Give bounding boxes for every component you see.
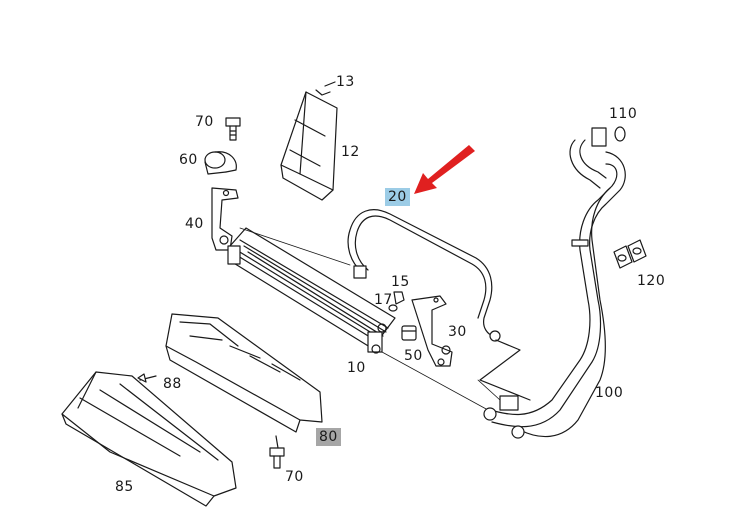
callout-120[interactable]: 120 xyxy=(637,273,666,289)
callout-100[interactable]: 100 xyxy=(595,385,624,401)
callout-13[interactable]: 13 xyxy=(336,74,355,90)
callout-50[interactable]: 50 xyxy=(404,348,423,364)
part-60-rubber-mount[interactable] xyxy=(204,151,237,175)
part-88-screw[interactable] xyxy=(137,373,157,383)
part-80-air-guide[interactable] xyxy=(165,313,323,433)
part-85-lower-cover[interactable] xyxy=(61,371,237,507)
part-30-bracket[interactable] xyxy=(411,295,453,367)
part-15-plug[interactable] xyxy=(393,291,405,305)
callout-110[interactable]: 110 xyxy=(609,106,638,122)
callout-15[interactable]: 15 xyxy=(391,274,410,290)
callout-70-upper[interactable]: 70 xyxy=(195,114,214,130)
callout-60[interactable]: 60 xyxy=(179,152,198,168)
callout-88[interactable]: 88 xyxy=(163,376,182,392)
part-70-bolt-lower[interactable] xyxy=(269,435,285,469)
red-arrow-indicator xyxy=(414,145,475,194)
part-110-o-ring[interactable] xyxy=(614,126,626,142)
callout-10[interactable]: 10 xyxy=(347,360,366,376)
callout-20-selected[interactable]: 20 xyxy=(385,188,410,206)
part-120-clips[interactable] xyxy=(613,239,647,269)
callout-30[interactable]: 30 xyxy=(448,324,467,340)
callout-80-secondary[interactable]: 80 xyxy=(316,428,341,446)
part-50-cap[interactable] xyxy=(401,325,417,341)
part-10-oil-cooler[interactable] xyxy=(227,227,396,354)
part-20-oil-line[interactable] xyxy=(347,209,531,401)
callout-17[interactable]: 17 xyxy=(374,292,393,308)
part-100-cooler-lines[interactable] xyxy=(483,127,626,439)
part-12-air-duct-panel[interactable] xyxy=(280,81,338,201)
callout-70-lower[interactable]: 70 xyxy=(285,469,304,485)
callout-85[interactable]: 85 xyxy=(115,479,134,495)
leader-lines xyxy=(239,227,501,411)
callout-40[interactable]: 40 xyxy=(185,216,204,232)
part-70-bolt-upper[interactable] xyxy=(225,117,241,141)
part-17-seal[interactable] xyxy=(388,304,398,312)
callout-12[interactable]: 12 xyxy=(341,144,360,160)
part-40-bracket[interactable] xyxy=(211,187,239,251)
